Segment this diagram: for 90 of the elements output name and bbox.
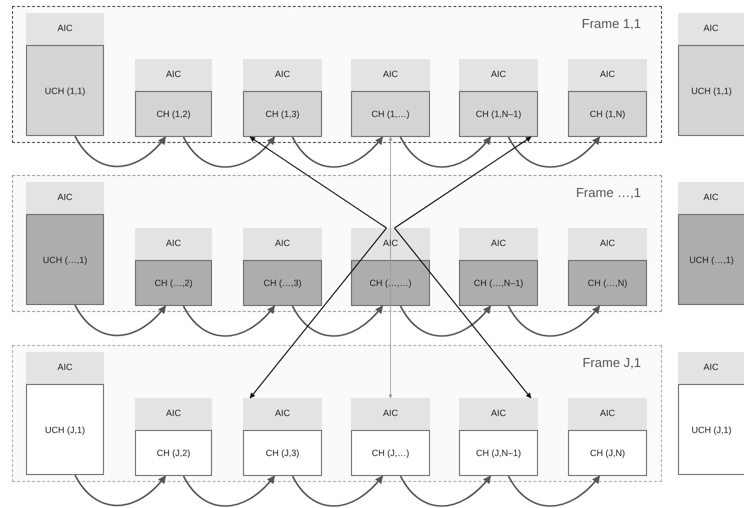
channel-block <box>351 398 430 476</box>
arrow <box>74 474 166 506</box>
channel-block <box>678 352 744 475</box>
header-label: AIC <box>58 362 72 372</box>
header-label: AIC <box>58 23 72 33</box>
channel-block <box>135 228 212 306</box>
frame-title: Frame 1,1 <box>582 16 641 31</box>
arrow <box>388 136 392 228</box>
arrow <box>400 305 492 337</box>
channel-block <box>459 228 538 306</box>
channel-label: CH (…,N) <box>588 278 628 288</box>
channel-label: CH (J,N–1) <box>476 448 521 458</box>
channel-label: UCH (…,1) <box>689 254 734 264</box>
arrow <box>182 475 276 507</box>
arrow <box>250 136 387 228</box>
header-label: AIC <box>166 408 181 418</box>
arrow <box>182 305 276 337</box>
arrow <box>182 136 276 168</box>
arrow <box>394 228 532 398</box>
header-label: AIC <box>600 238 615 248</box>
header-label: AIC <box>383 238 398 248</box>
channel-label: UCH (1,1) <box>44 86 86 96</box>
arrow <box>250 228 387 398</box>
header-label: AIC <box>491 69 506 79</box>
header-label: AIC <box>600 69 615 79</box>
channel-label: UCH (…,1) <box>42 254 88 264</box>
channel-label: CH (1,3) <box>265 109 300 119</box>
header-label: AIC <box>704 192 718 202</box>
header-label: AIC <box>166 69 181 79</box>
arrow <box>388 228 392 398</box>
dashed-frame <box>12 175 662 312</box>
channel-block <box>135 59 212 137</box>
arrow <box>508 475 600 507</box>
channel-label: CH (1,N) <box>590 109 626 119</box>
channel-block <box>459 398 538 476</box>
channel-label: CH (J,…) <box>372 448 410 458</box>
arrow <box>394 136 532 228</box>
channel-label: CH (1,N–1) <box>476 109 522 119</box>
channel-block <box>459 59 538 137</box>
channel-block <box>26 13 104 136</box>
channel-block <box>243 228 322 306</box>
channel-block <box>568 59 647 137</box>
channel-label: UCH (J,1) <box>692 424 732 434</box>
header-label: AIC <box>704 23 718 33</box>
channel-block <box>568 398 647 476</box>
channel-label: CH (…,2) <box>154 278 192 288</box>
channel-block <box>678 13 744 136</box>
header-label: AIC <box>383 69 398 79</box>
arrow <box>400 475 492 507</box>
channel-block <box>351 228 430 306</box>
channel-block <box>568 228 647 306</box>
channel-block <box>243 59 322 137</box>
channel-label: UCH (1,1) <box>691 86 732 96</box>
channel-block <box>243 398 322 476</box>
dashed-frame <box>12 345 662 482</box>
channel-label: CH (J,3) <box>266 448 300 458</box>
arrow <box>508 305 600 337</box>
header-label: AIC <box>491 408 506 418</box>
frame-title: Frame J,1 <box>582 355 641 370</box>
channel-label: CH (1,…) <box>372 109 410 119</box>
dashed-frame <box>12 6 662 143</box>
arrow <box>400 136 492 168</box>
header-label: AIC <box>704 362 718 372</box>
header-label: AIC <box>275 69 290 79</box>
arrow <box>292 305 384 337</box>
channel-block <box>678 182 744 305</box>
channel-label: CH (1,2) <box>156 109 190 119</box>
header-label: AIC <box>58 192 72 202</box>
header-label: AIC <box>275 238 290 248</box>
arrow <box>74 136 166 168</box>
channel-label: UCH (J,1) <box>45 424 85 434</box>
header-label: AIC <box>600 408 615 418</box>
arrow <box>508 136 600 168</box>
channel-block <box>351 59 430 137</box>
channel-block <box>135 398 212 476</box>
channel-label: CH (J,2) <box>156 448 190 458</box>
arrow <box>292 136 384 168</box>
channel-label: CH (…,N–1) <box>474 278 524 288</box>
header-label: AIC <box>383 408 398 418</box>
arrow <box>292 475 384 507</box>
channel-label: CH (…,…) <box>370 278 412 288</box>
arrow <box>74 304 166 336</box>
channel-label: CH (J,N) <box>590 448 625 458</box>
frame-title: Frame …,1 <box>576 185 641 200</box>
header-label: AIC <box>166 238 181 248</box>
channel-block <box>26 182 104 305</box>
channel-label: CH (…,3) <box>264 278 302 288</box>
header-label: AIC <box>275 408 290 418</box>
channel-block <box>26 352 104 475</box>
header-label: AIC <box>491 238 506 248</box>
